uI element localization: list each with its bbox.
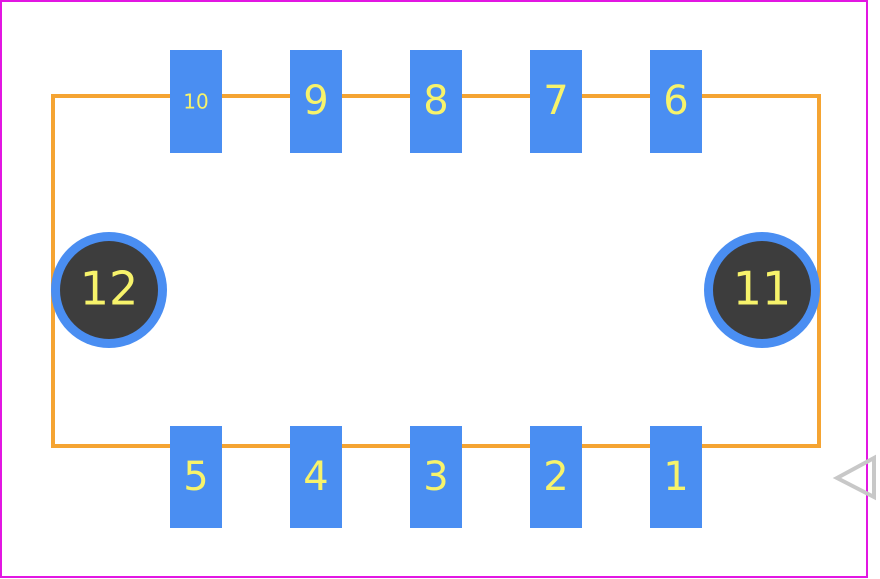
mount-hole-11[interactable]: 11 — [704, 232, 820, 348]
pad-5-label: 5 — [183, 454, 208, 500]
mount-hole-11-drill — [713, 241, 811, 339]
pad-6-body[interactable] — [650, 50, 702, 153]
pad-5-body[interactable] — [170, 426, 222, 528]
pad-1-body[interactable] — [650, 426, 702, 528]
pad-3-label: 3 — [423, 454, 448, 500]
pad-1[interactable]: 1 — [650, 426, 702, 528]
pad-3[interactable]: 3 — [410, 426, 462, 528]
pad-7-label: 7 — [543, 78, 568, 124]
pad-4-label: 4 — [303, 454, 328, 500]
pad-7-body[interactable] — [530, 50, 582, 153]
pad-3-body[interactable] — [410, 426, 462, 528]
pad-10-body[interactable] — [170, 50, 222, 153]
triangle-marker-icon — [832, 454, 876, 501]
pad-4[interactable]: 4 — [290, 426, 342, 528]
mount-hole-12[interactable]: 12 — [51, 232, 167, 348]
pad-6-label: 6 — [663, 78, 688, 124]
pad-10[interactable]: 10 — [170, 50, 222, 153]
pad-8-body[interactable] — [410, 50, 462, 153]
mount-hole-12-label: 12 — [80, 262, 139, 316]
pad-10-label: 10 — [183, 90, 208, 114]
pad-9[interactable]: 9 — [290, 50, 342, 153]
pad-2[interactable]: 2 — [530, 426, 582, 528]
top-pads-row: 10 9 8 7 6 — [170, 50, 702, 153]
bottom-pads-row: 5 4 3 2 1 — [170, 426, 702, 528]
pad-6[interactable]: 6 — [650, 50, 702, 153]
mount-hole-11-label: 11 — [733, 262, 792, 316]
pad-4-body[interactable] — [290, 426, 342, 528]
mount-hole-12-drill — [60, 241, 158, 339]
pad-7[interactable]: 7 — [530, 50, 582, 153]
pad-8-label: 8 — [423, 78, 448, 124]
pad-2-label: 2 — [543, 454, 568, 500]
pad-9-label: 9 — [303, 78, 328, 124]
pad-5[interactable]: 5 — [170, 426, 222, 528]
pad-2-body[interactable] — [530, 426, 582, 528]
pad-1-label: 1 — [663, 454, 688, 500]
pad-9-body[interactable] — [290, 50, 342, 153]
pad-8[interactable]: 8 — [410, 50, 462, 153]
